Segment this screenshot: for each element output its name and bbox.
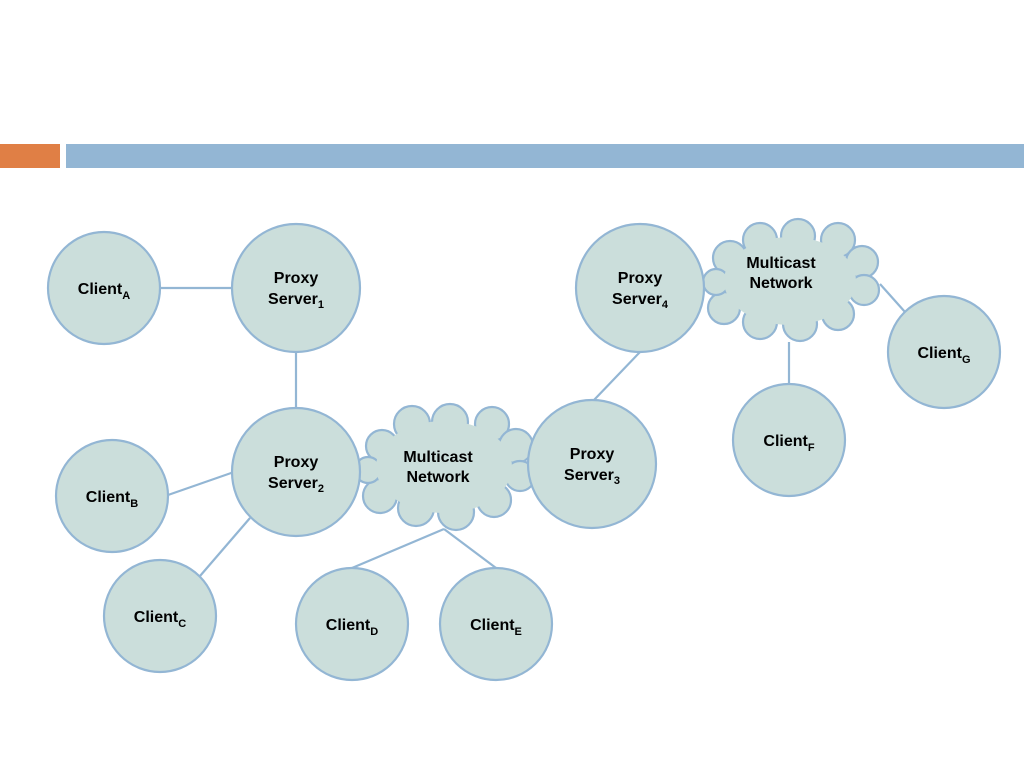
proxy-server-1-label-line2: Server1 [268,291,324,311]
client-d-node: ClientD [294,566,410,682]
multicast-network-2-label-line1: Multicast [746,255,816,272]
multicast-network-1-label-line1: Multicast [403,449,473,466]
client-f-circle [731,382,847,498]
client-b-circle [54,438,170,554]
client-e-label: ClientE [470,617,522,638]
edge-client-c-proxy-2 [199,517,251,577]
proxy-server-1-circle [230,222,362,354]
header-accent-bar [66,144,1024,168]
client-g-node: ClientG [886,294,1002,410]
multicast-network-cloud-1 [353,402,537,532]
proxy-server-2-node: Proxy Server2 [230,406,362,538]
client-g-label: ClientG [917,345,970,366]
client-a-node: ClientA [46,230,162,346]
proxy-server-4-node: Proxy Server4 [574,222,706,354]
edges [160,283,906,577]
proxy-server-4-label-line1: Proxy [618,270,663,287]
client-c-node: ClientC [102,558,218,674]
proxy-server-3-label-line2: Server3 [564,467,620,487]
proxy-server-3-label-line1: Proxy [570,446,615,463]
client-c-label: ClientC [134,609,186,630]
proxy-server-2-circle [230,406,362,538]
edge-client-b-proxy-2 [167,470,235,497]
proxy-server-4-circle [574,222,706,354]
client-e-node: ClientE [438,566,554,682]
edge-multicast-1-client-d [351,527,445,570]
multicast-network-2-label-line2: Network [749,275,812,292]
client-a-label: ClientA [78,281,130,302]
client-d-label: ClientD [326,617,378,638]
client-e-circle [438,566,554,682]
multicast-network-1-label-line2: Network [406,469,469,486]
client-c-circle [102,558,218,674]
edge-multicast-1-client-e [443,528,497,569]
client-f-label: ClientF [763,433,814,454]
proxy-server-1-label-line1: Proxy [274,270,319,287]
proxy-server-2-label-line1: Proxy [274,454,319,471]
client-a-circle [46,230,162,346]
proxy-server-1-node: Proxy Server1 [230,222,362,354]
client-b-label: ClientB [86,489,138,510]
edge-multicast-2-client-g [879,283,906,313]
client-g-circle [886,294,1002,410]
edge-proxy-3-proxy-4 [593,351,641,401]
client-d-circle [294,566,410,682]
client-f-node: ClientF [731,382,847,498]
client-b-node: ClientB [54,438,170,554]
multicast-network-cloud-2 [701,217,881,343]
proxy-server-3-node: Proxy Server3 [526,398,658,530]
proxy-server-3-circle [526,398,658,530]
header-accent-orange [0,144,60,168]
proxy-server-4-label-line2: Server4 [612,291,669,311]
proxy-server-2-label-line2: Server2 [268,475,324,495]
